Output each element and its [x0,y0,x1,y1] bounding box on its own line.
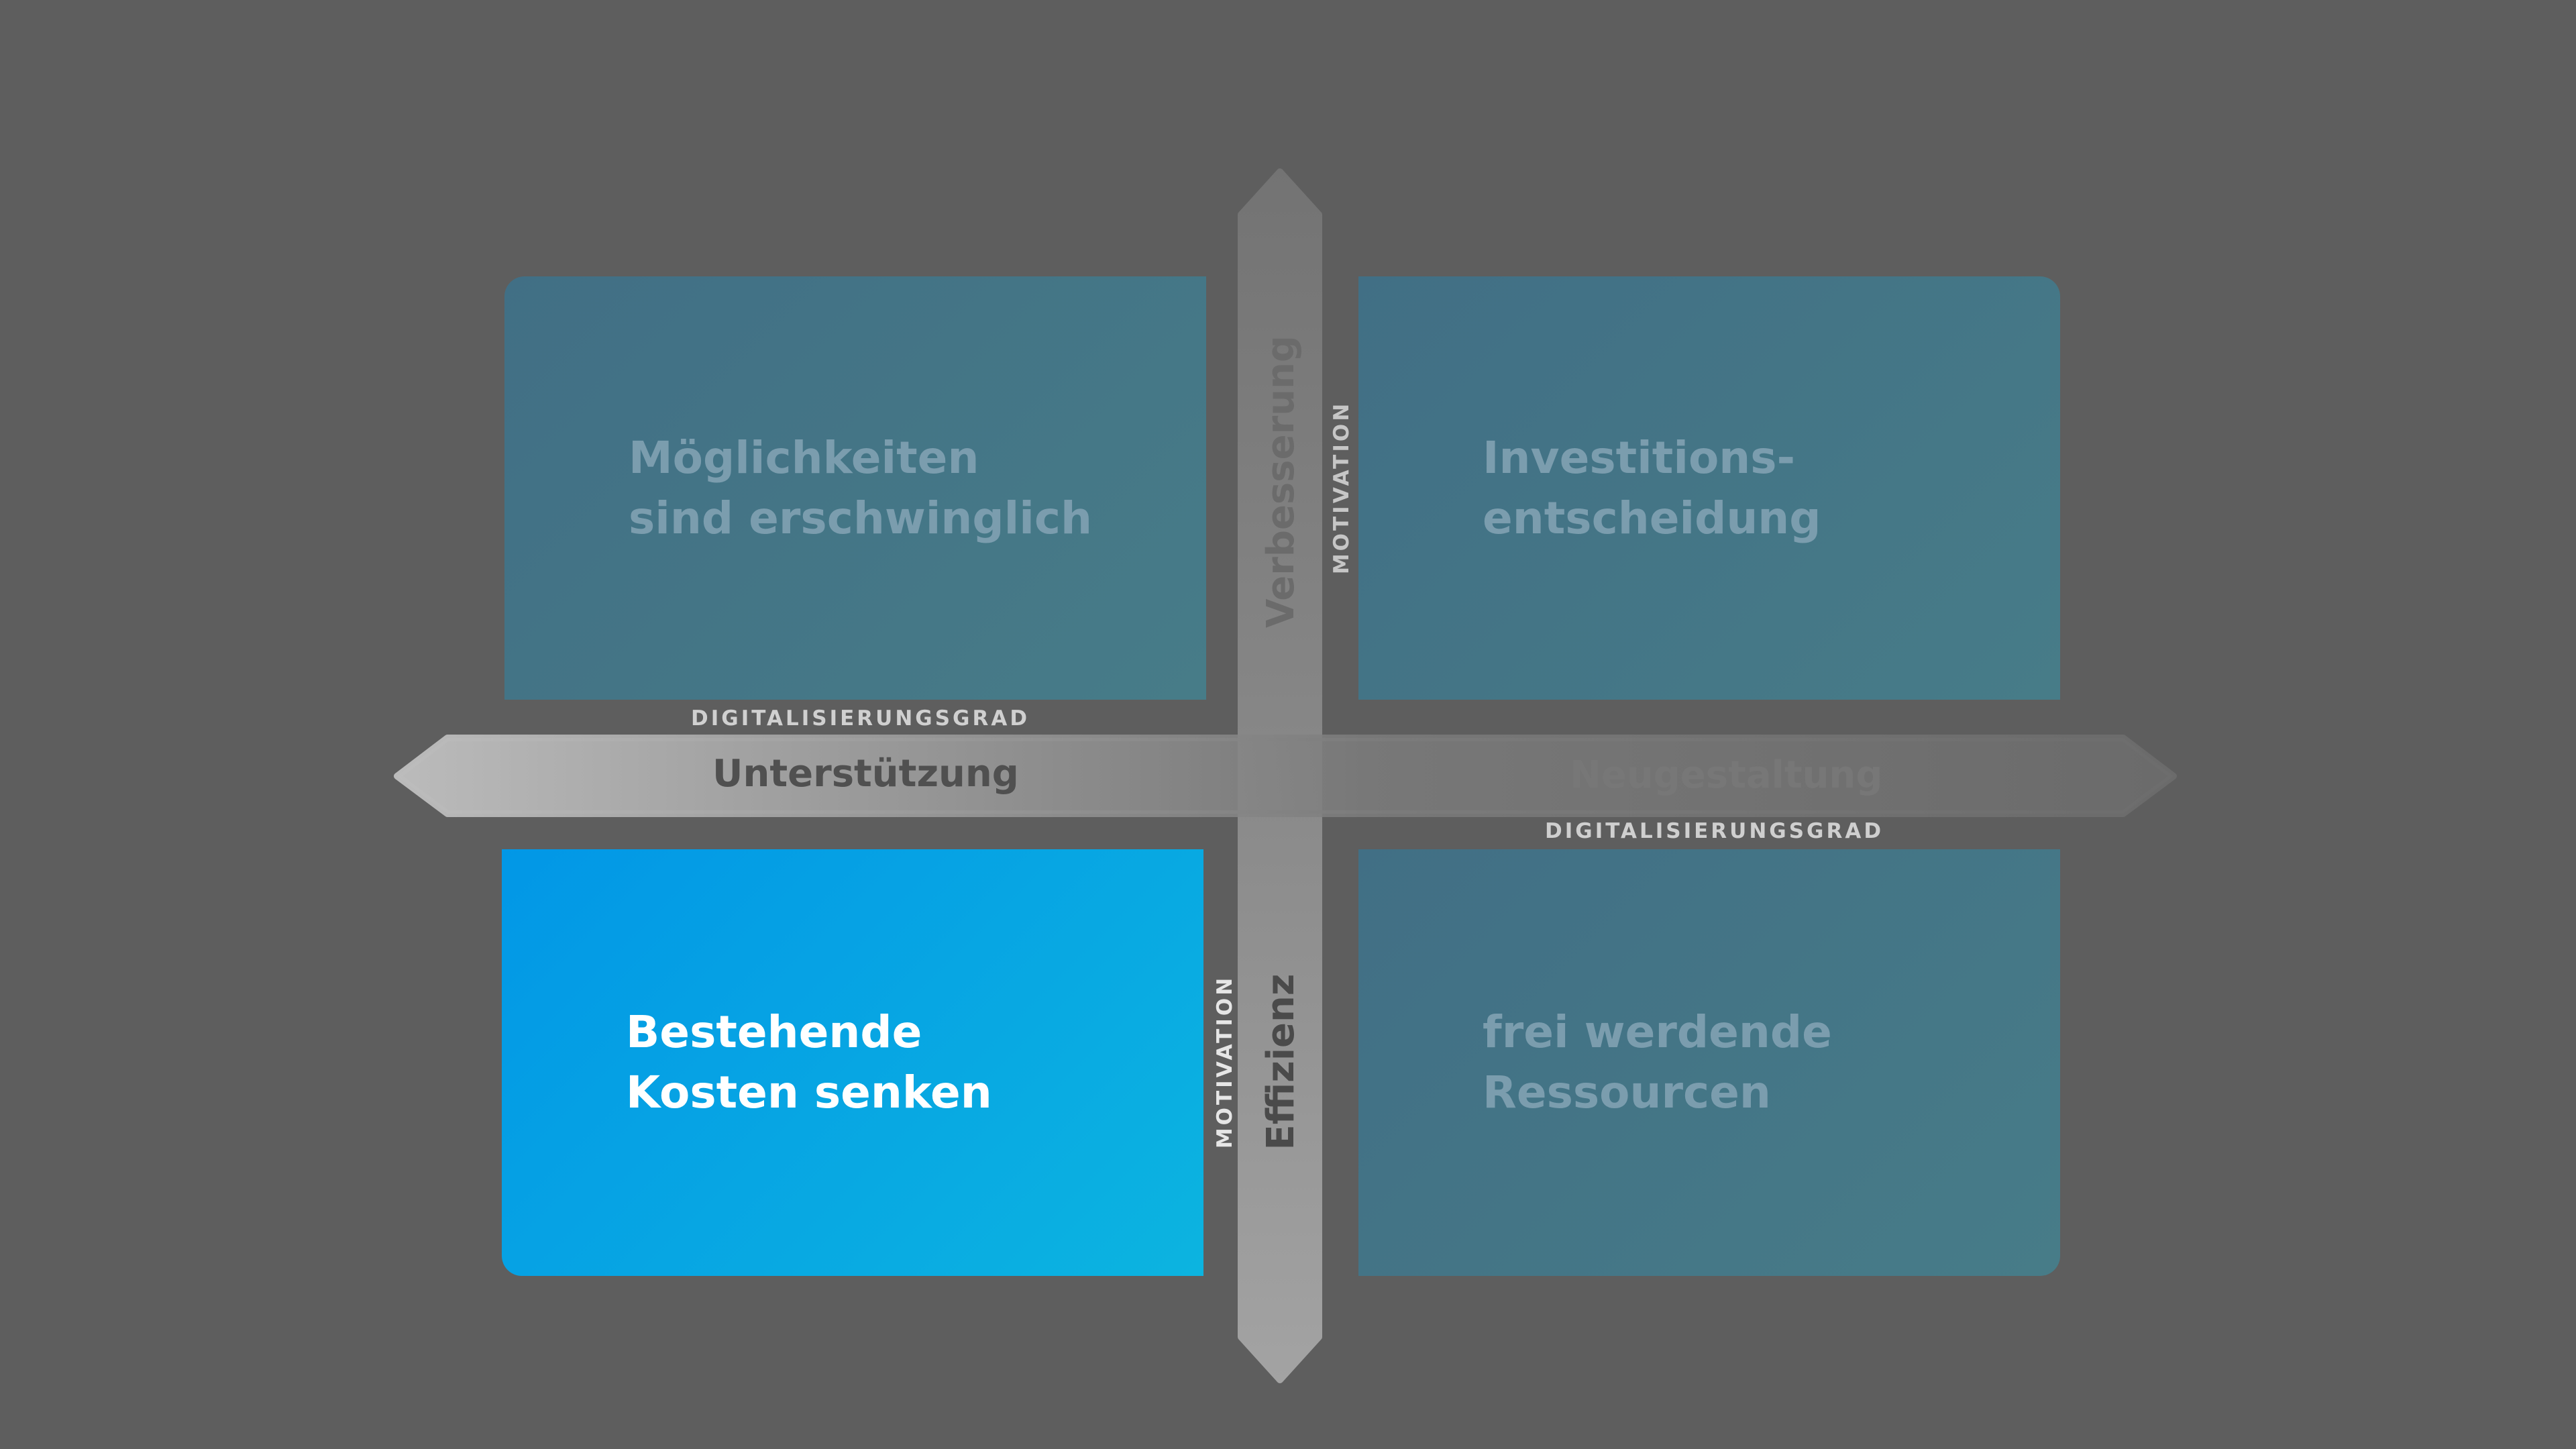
axis-label-unterstuetzung: Unterstützung [712,752,1019,796]
axis-caption-digitalisierung-top: DIGITALISIERUNGSGRAD [691,706,1030,731]
axis-caption-motivation-top: MOTIVATION [1330,400,1354,575]
quadrant-bottom-left-label: Bestehende Kosten senken [626,1006,992,1118]
quadrant-bottom-left: Bestehende Kosten senken [502,849,1203,1276]
quadrant-top-right: Investitions-entscheidung [1358,276,2060,700]
axis-caption-digitalisierung-bottom: DIGITALISIERUNGSGRAD [1545,819,1884,843]
quadrant-top-right-label: Investitions-entscheidung [1483,431,1821,544]
horizontal-axis-arrow [394,735,2177,817]
axis-label-neugestaltung: Neugestaltung [1570,753,1883,797]
axis-caption-motivation-bottom: MOTIVATION [1213,975,1237,1149]
quadrant-bottom-right: frei werdende Ressourcen [1358,849,2060,1276]
quadrant-top-left: Möglichkeiten sind erschwinglich [504,276,1206,700]
quadrant-bottom-right-label: frei werdende Ressourcen [1483,1006,1832,1118]
axis-label-verbesserung: Verbesserung [1259,335,1303,628]
quadrant-top-left-label: Möglichkeiten sind erschwinglich [629,431,1093,544]
axis-label-effizienz: Effizienz [1259,973,1303,1150]
